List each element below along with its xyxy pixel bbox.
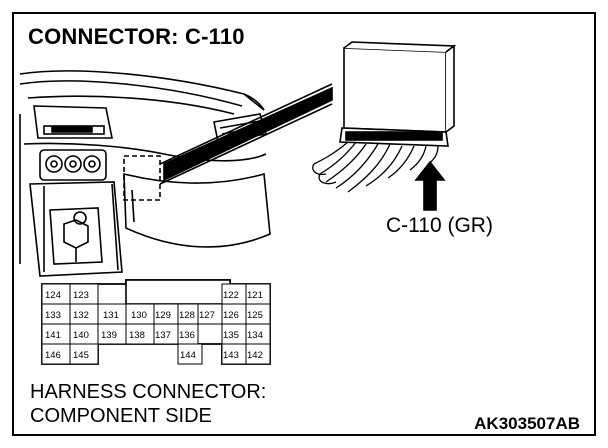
pinout-key bbox=[125, 279, 231, 305]
pin-cell: 133 bbox=[41, 303, 71, 325]
pin-cell: 135 bbox=[221, 323, 247, 345]
pin-cell: 138 bbox=[125, 323, 155, 345]
pin-cell: 123 bbox=[69, 283, 99, 305]
pin-cell: 127 bbox=[197, 303, 223, 325]
diagram-title: CONNECTOR: C-110 bbox=[28, 24, 245, 49]
pin-cell: 143 bbox=[221, 343, 247, 365]
pin-cell: 139 bbox=[97, 323, 127, 345]
svg-text:139: 139 bbox=[101, 330, 117, 341]
svg-text:121: 121 bbox=[247, 290, 263, 301]
diagram-frame: CONNECTOR: C-110 bbox=[12, 12, 596, 436]
svg-text:127: 127 bbox=[199, 310, 215, 321]
svg-text:133: 133 bbox=[45, 310, 61, 321]
figure-code: AK303507AB bbox=[474, 414, 580, 433]
pin-cell: 132 bbox=[69, 303, 99, 325]
ecu-connector-illustration bbox=[312, 41, 457, 211]
svg-text:134: 134 bbox=[247, 330, 263, 341]
pin-cell: 142 bbox=[245, 343, 271, 365]
pin-cell: 125 bbox=[245, 303, 271, 325]
diagram-artwork: 124 123 122 121 133 132 131 130 129 128 … bbox=[19, 41, 457, 365]
svg-text:129: 129 bbox=[155, 310, 171, 321]
connector-pinout: 124 123 122 121 133 132 131 130 129 128 … bbox=[41, 279, 271, 365]
svg-text:141: 141 bbox=[45, 330, 61, 341]
svg-text:128: 128 bbox=[179, 310, 195, 321]
caption-line-1: HARNESS CONNECTOR: bbox=[30, 381, 267, 403]
svg-text:136: 136 bbox=[179, 330, 195, 341]
pin-cell: 144 bbox=[177, 343, 203, 365]
pin-cell: 129 bbox=[153, 303, 179, 325]
svg-text:142: 142 bbox=[247, 350, 263, 361]
pin-cell: 130 bbox=[125, 303, 155, 325]
svg-text:144: 144 bbox=[180, 350, 196, 361]
pin-cell: 145 bbox=[69, 343, 99, 365]
pin-cell: 124 bbox=[41, 283, 71, 305]
svg-text:122: 122 bbox=[223, 290, 239, 301]
svg-text:138: 138 bbox=[129, 330, 145, 341]
connector-label: C-110 (GR) bbox=[386, 214, 493, 237]
svg-text:137: 137 bbox=[155, 330, 171, 341]
svg-text:124: 124 bbox=[45, 290, 61, 301]
svg-text:125: 125 bbox=[247, 310, 263, 321]
svg-text:135: 135 bbox=[223, 330, 239, 341]
svg-text:143: 143 bbox=[223, 350, 239, 361]
pin-cell: 141 bbox=[41, 323, 71, 345]
svg-text:140: 140 bbox=[73, 330, 89, 341]
dashboard-illustration bbox=[19, 70, 333, 277]
pin-cell: 121 bbox=[245, 283, 271, 305]
pin-cell: 134 bbox=[245, 323, 271, 345]
svg-text:146: 146 bbox=[45, 350, 61, 361]
pin-cell: 137 bbox=[153, 323, 179, 345]
pin-cell: 128 bbox=[177, 303, 199, 325]
pin-cell: 146 bbox=[41, 343, 71, 365]
pin-cell: 122 bbox=[221, 283, 247, 305]
pin-cell: 136 bbox=[177, 323, 199, 345]
svg-text:132: 132 bbox=[73, 310, 89, 321]
svg-text:131: 131 bbox=[103, 310, 119, 321]
pin-cell: 131 bbox=[97, 303, 127, 325]
pin-cell: 126 bbox=[221, 303, 247, 325]
svg-text:123: 123 bbox=[73, 290, 89, 301]
svg-text:126: 126 bbox=[223, 310, 239, 321]
pin-cell: 140 bbox=[69, 323, 99, 345]
svg-text:145: 145 bbox=[73, 350, 89, 361]
caption-line-2: COMPONENT SIDE bbox=[30, 405, 212, 427]
svg-text:130: 130 bbox=[131, 310, 147, 321]
